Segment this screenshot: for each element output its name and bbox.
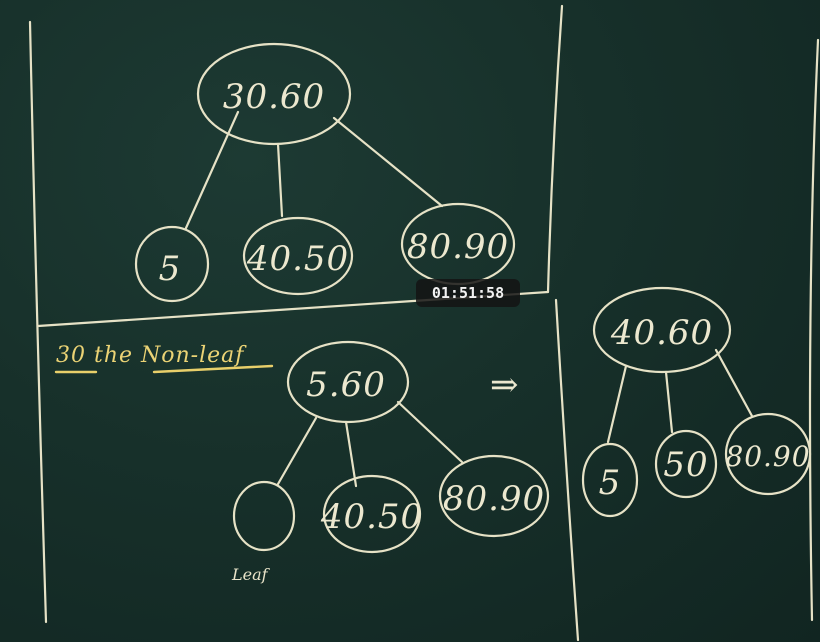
bottom-child-node-1 [232,480,296,552]
video-timestamp: 01:51:58 [416,279,520,307]
top-tree: 30.60 5 40.50 80.90 [134,42,516,303]
bottom-edge-right [396,400,464,464]
result-child-label-2: 50 [663,445,708,485]
arrow-symbol: ⇒ [490,365,520,405]
middle-divider-line-upper [546,4,564,294]
top-root-label: 30.60 [223,77,325,117]
result-root-label: 40.60 [610,313,713,353]
result-edge-left [606,364,628,444]
result-child-node-1 [581,442,639,518]
result-child-node-3 [724,412,812,496]
middle-divider-line-lower [554,298,580,642]
top-child-label-1: 5 [159,249,182,289]
left-divider-line [28,20,48,624]
bottom-tree: 5.60 40.50 80.90 Leaf [231,340,550,584]
result-tree: 40.60 5 50 80.90 [581,286,812,518]
leaf-note: Leaf [231,565,271,584]
right-divider-line [808,38,820,622]
caption-text: 30 the Non-leaf [56,343,247,368]
bottom-root-node [286,340,410,424]
bottom-child-label-2: 40.50 [320,497,423,537]
bottom-child-node-2 [322,474,422,554]
top-child-label-2: 40.50 [246,239,349,279]
top-child-node-2 [242,216,354,296]
caption-group: 30 the Non-leaf [54,343,274,374]
top-child-node-1 [134,225,210,303]
bottom-child-label-3: 80.90 [443,479,545,519]
result-edge-middle [664,370,674,434]
top-child-label-3: 80.90 [407,227,509,267]
result-edge-right [714,348,754,418]
top-edge-right [332,116,444,208]
top-root-node [196,42,352,146]
bottom-edge-middle [344,420,358,488]
bottom-edge-left [276,416,318,486]
bottom-root-label: 5.60 [306,365,386,405]
bottom-child-node-3 [438,454,550,538]
top-edge-middle [276,142,284,218]
result-child-node-2 [654,429,718,499]
top-edge-left [184,110,240,230]
result-root-node [592,286,732,374]
result-child-label-1: 5 [599,463,622,503]
result-child-label-3: 80.90 [725,440,810,473]
caption-underline-2 [152,364,274,374]
